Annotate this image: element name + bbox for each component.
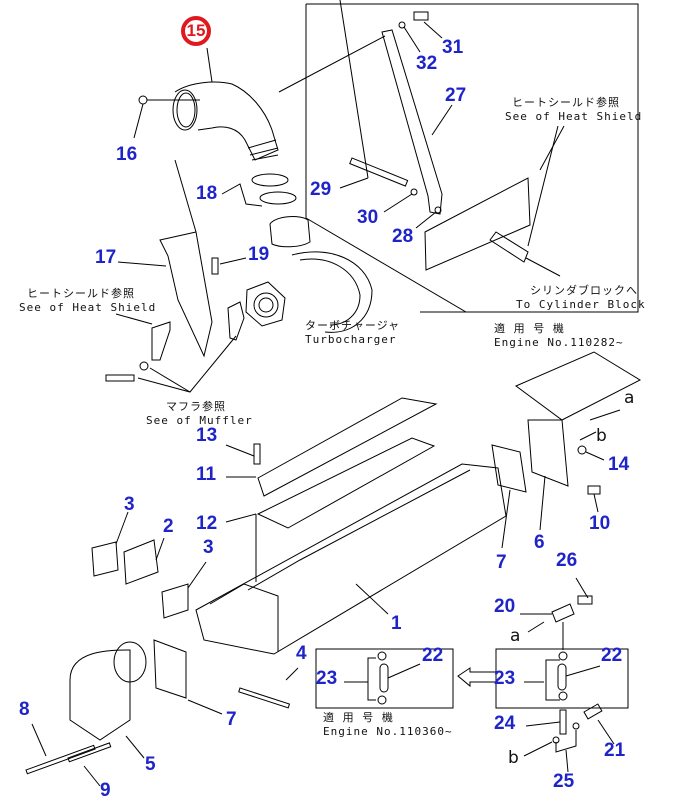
detail-box-1 — [315, 648, 454, 709]
ref-letter-a-top: a — [624, 388, 635, 408]
stay-27 — [381, 29, 443, 215]
plug-16 — [138, 95, 148, 105]
callout-12[interactable]: 12 — [196, 513, 218, 534]
callout-32[interactable]: 32 — [416, 53, 438, 74]
elbow-5 — [69, 649, 131, 741]
note-heat-shield-jp: ヒートシールド参照 — [512, 96, 620, 109]
callout-28[interactable]: 28 — [392, 226, 414, 247]
callout-23-left[interactable]: 23 — [316, 668, 338, 689]
inset-frame — [305, 3, 639, 313]
note-cylinder-en: To Cylinder Block — [516, 298, 646, 311]
bolt-14 — [577, 445, 587, 455]
gasket-18a — [251, 173, 289, 187]
bolt-9 — [67, 742, 112, 763]
callout-26[interactable]: 26 — [556, 550, 578, 571]
bolt-10 — [587, 485, 601, 495]
bolt-31 — [413, 11, 429, 21]
gasket-7-left — [153, 639, 187, 699]
callout-31[interactable]: 31 — [442, 37, 464, 58]
note-heat-shield2-jp: ヒートシールド参照 — [27, 287, 135, 300]
callout-27[interactable]: 27 — [445, 85, 467, 106]
callout-8[interactable]: 8 — [19, 699, 30, 720]
ref-letter-b-top: b — [596, 426, 607, 446]
muffler-bracket — [227, 301, 245, 341]
bolt-4 — [238, 687, 291, 709]
callout-4[interactable]: 4 — [296, 643, 307, 664]
callout-23-right[interactable]: 23 — [494, 668, 516, 689]
note-cylinder-jp: シリンダブロックへ — [530, 284, 638, 297]
note-turbo-en: Turbocharger — [305, 333, 397, 346]
bracket-6 — [515, 351, 642, 421]
washer-28 — [434, 206, 442, 214]
gasket-12 — [256, 437, 436, 529]
callout-5[interactable]: 5 — [145, 754, 156, 775]
note-engine-no-1: Engine No.110282~ — [494, 336, 624, 349]
note-heat-shield-en: See of Heat Shield — [505, 110, 643, 123]
heat-shield-plate — [424, 177, 531, 271]
note-applies2-jp: 適 用 号 機 — [323, 711, 394, 724]
gasket-18b — [259, 191, 297, 205]
gasket-11 — [257, 397, 438, 497]
callout-16[interactable]: 16 — [116, 144, 138, 165]
callout-7-right[interactable]: 7 — [496, 552, 507, 573]
callout-20[interactable]: 20 — [494, 596, 516, 617]
bolt-26 — [577, 595, 593, 605]
callout-22-right[interactable]: 22 — [601, 645, 623, 666]
callout-3-left[interactable]: 3 — [124, 494, 135, 515]
callout-14[interactable]: 14 — [608, 454, 630, 475]
callout-21[interactable]: 21 — [604, 740, 626, 761]
nipple-24 — [559, 709, 567, 735]
washer-30 — [410, 188, 418, 196]
callout-18[interactable]: 18 — [196, 183, 218, 204]
turbocharger — [245, 216, 373, 333]
pin — [489, 231, 529, 263]
gasket-7-right — [491, 444, 527, 493]
callout-2[interactable]: 2 — [163, 516, 174, 537]
note-turbo-jp: ターボチャージャ — [305, 319, 401, 332]
callout-22-left[interactable]: 22 — [422, 645, 444, 666]
ref-letter-a-bottom: a — [510, 626, 521, 646]
callout-7-left[interactable]: 7 — [226, 709, 237, 730]
callout-29[interactable]: 29 — [310, 179, 332, 200]
callout-9[interactable]: 9 — [100, 780, 111, 801]
callout-6[interactable]: 6 — [534, 532, 545, 553]
bolt-29 — [349, 157, 409, 187]
note-engine-no-2: Engine No.110360~ — [323, 725, 453, 738]
callout-1[interactable]: 1 — [391, 613, 402, 634]
callout-3-right[interactable]: 3 — [203, 537, 214, 558]
ref-letter-b-bottom: b — [508, 748, 519, 768]
callout-19[interactable]: 19 — [248, 244, 270, 265]
callout-25[interactable]: 25 — [553, 771, 575, 792]
note-heat-shield2-en: See of Heat Shield — [19, 301, 157, 314]
washer-32 — [398, 21, 406, 29]
detail-box-2 — [495, 648, 629, 709]
note-muffler-jp: マフラ参照 — [166, 400, 226, 413]
note-muffler-en: See of Muffler — [146, 414, 253, 427]
reed-valve-2 — [123, 539, 159, 585]
highlighted-part-badge[interactable]: 15 — [181, 16, 211, 46]
bolt — [105, 374, 135, 382]
callout-11[interactable]: 11 — [196, 464, 217, 485]
callout-17[interactable]: 17 — [95, 247, 117, 268]
gasket-3-right — [161, 583, 189, 619]
callout-24[interactable]: 24 — [494, 713, 516, 734]
callout-10[interactable]: 10 — [589, 513, 611, 534]
bolt-21 — [583, 703, 603, 720]
arrow — [457, 667, 497, 688]
bracket — [151, 321, 171, 361]
callout-13[interactable]: 13 — [196, 425, 218, 446]
callout-30[interactable]: 30 — [357, 207, 379, 228]
bolt-8 — [25, 744, 96, 775]
gasket-3-left — [91, 541, 119, 577]
fitting-20 — [551, 603, 575, 623]
bolt-19 — [211, 257, 219, 275]
bolt-13 — [253, 443, 261, 465]
elbow-pipe — [172, 81, 279, 161]
note-applies-jp: 適 用 号 機 — [494, 322, 565, 335]
